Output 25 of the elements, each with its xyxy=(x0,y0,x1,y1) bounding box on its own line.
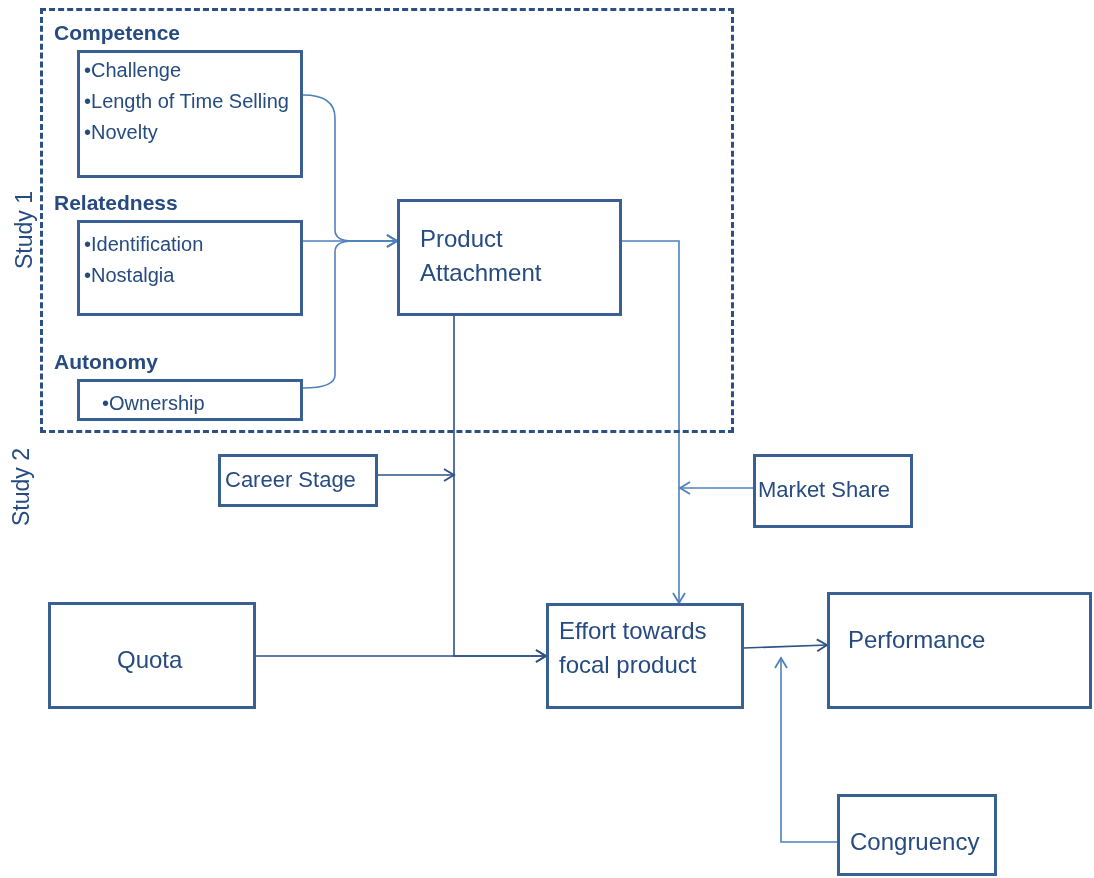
concept-box: Career Stage xyxy=(218,454,378,507)
bullet-item: •Length of Time Selling xyxy=(84,89,290,114)
arrow xyxy=(302,234,398,389)
bullet-item: •Identification xyxy=(84,232,205,257)
study-label: Study 1 xyxy=(11,191,38,269)
bullet-item: •Nostalgia xyxy=(84,263,176,288)
category-heading: Competence xyxy=(54,21,181,45)
concept-box: Effort towards focal product xyxy=(546,603,744,709)
arrow xyxy=(377,468,455,482)
arrow xyxy=(743,638,828,653)
bullet-item: •Novelty xyxy=(84,120,159,145)
category-heading: Relatedness xyxy=(54,191,178,215)
concept-box: Performance xyxy=(827,592,1092,709)
concept-box: Congruency xyxy=(837,794,997,876)
bullet-item: •Ownership xyxy=(102,391,206,416)
bullet-item: •Challenge xyxy=(84,58,183,83)
category-heading: Autonomy xyxy=(54,350,158,374)
concept-box: Product Attachment xyxy=(397,199,622,316)
arrow xyxy=(774,657,838,843)
arrow xyxy=(679,481,754,495)
arrow xyxy=(255,649,547,663)
arrow xyxy=(621,240,686,604)
concept-box: Market Share xyxy=(753,454,913,528)
study-label: Study 2 xyxy=(8,448,35,526)
concept-box: Quota xyxy=(48,602,256,709)
